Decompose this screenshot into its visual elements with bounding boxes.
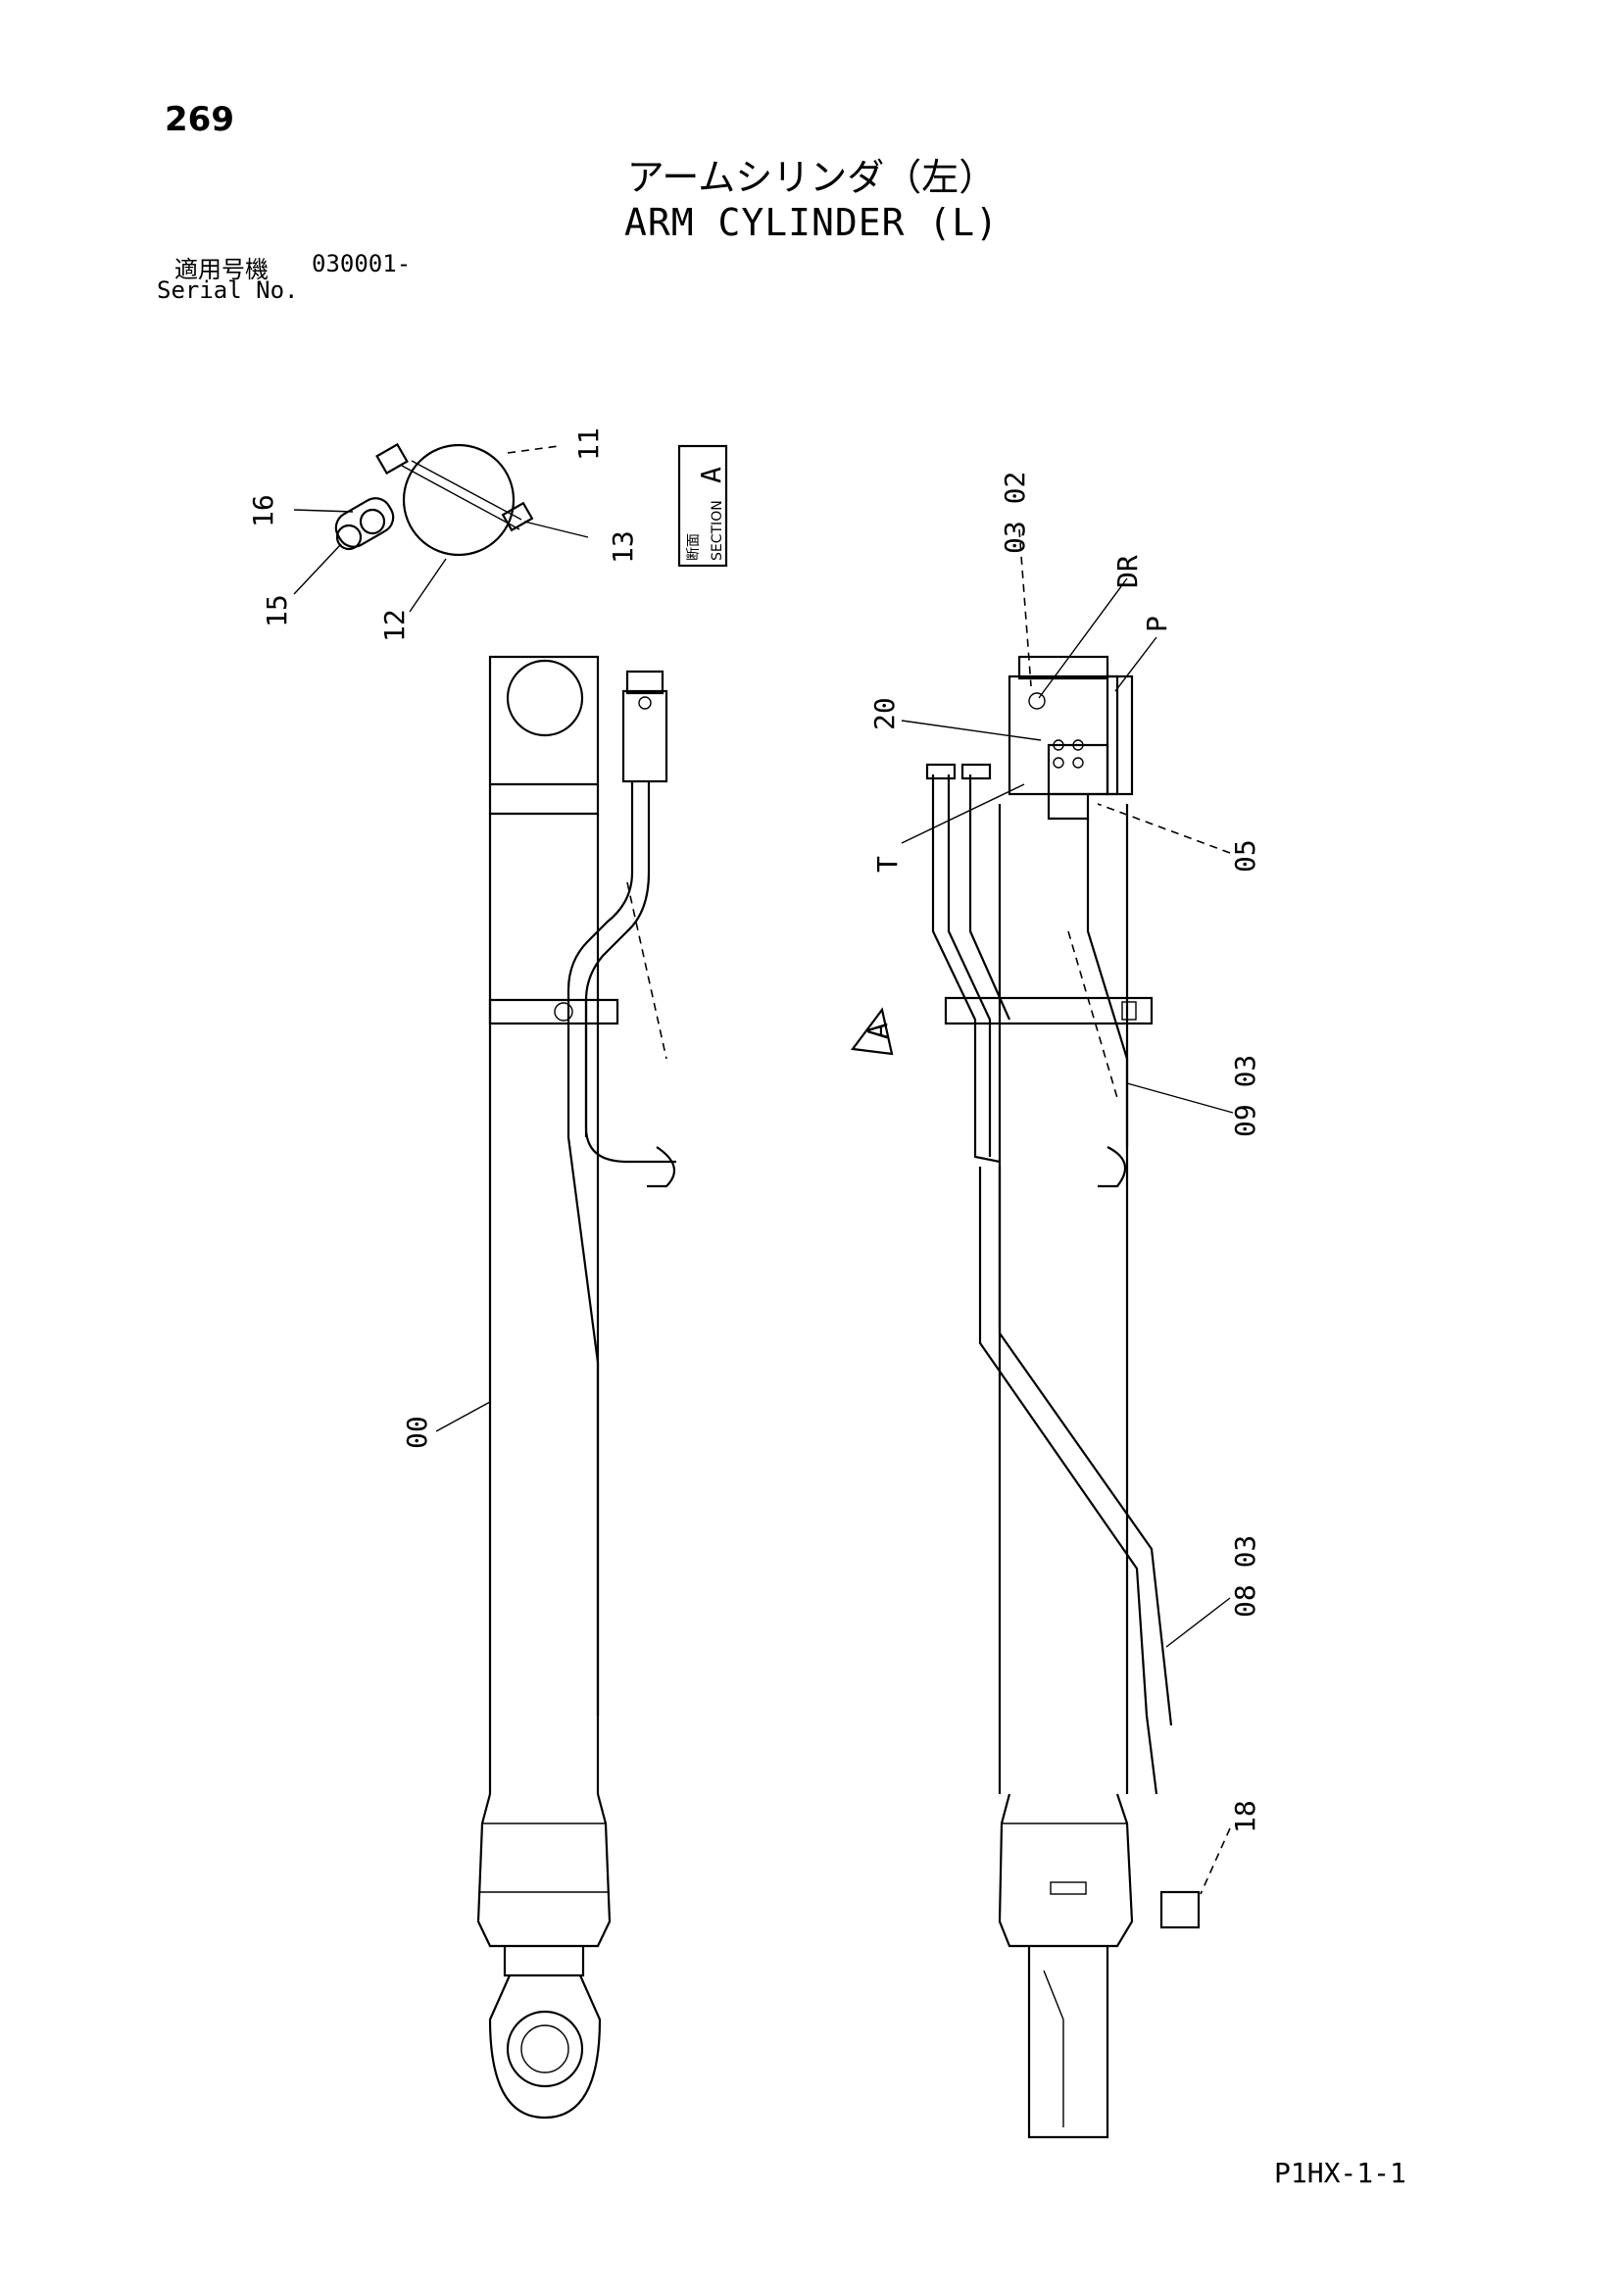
callout-05: 05: [1229, 839, 1261, 873]
callout-12: 12: [378, 609, 411, 642]
serial-label-english: Serial No.: [157, 276, 299, 304]
callout-09-03: 09 03: [1229, 1055, 1261, 1137]
document-code: P1HX-1-1: [1274, 2157, 1406, 2189]
title-english: ARM CYLINDER (L): [623, 201, 1000, 244]
page-number: 269: [165, 100, 234, 139]
left-cylinder-view: [435, 655, 676, 2120]
section-a-label-en: SECTION: [710, 500, 725, 561]
section-a-letter: A: [695, 467, 727, 483]
callout-20: 20: [868, 697, 901, 730]
right-cylinder-view: [850, 528, 1234, 2139]
callout-08-03: 08 03: [1229, 1535, 1261, 1618]
callout-03-02: 03 02: [999, 472, 1031, 554]
section-a-box: A 断面 SECTION: [677, 444, 728, 568]
section-a-detail: [293, 442, 589, 613]
callout-18: 18: [1229, 1800, 1261, 1833]
callout-15: 15: [261, 594, 293, 627]
callout-13: 13: [607, 530, 639, 564]
callout-p: P: [1141, 616, 1173, 632]
view-arrow-a: A: [861, 1023, 894, 1039]
callout-11: 11: [572, 427, 605, 461]
serial-value: 030001-: [312, 250, 412, 277]
title-japanese: アームシリンダ（左）: [626, 156, 997, 199]
callout-00: 00: [401, 1416, 433, 1449]
section-a-label-jp: 断面: [686, 533, 702, 561]
callout-dr: DR: [1111, 555, 1144, 588]
callout-16: 16: [247, 494, 279, 527]
serial-label-japanese: 適用号機: [174, 256, 269, 283]
callout-t: T: [871, 856, 904, 873]
